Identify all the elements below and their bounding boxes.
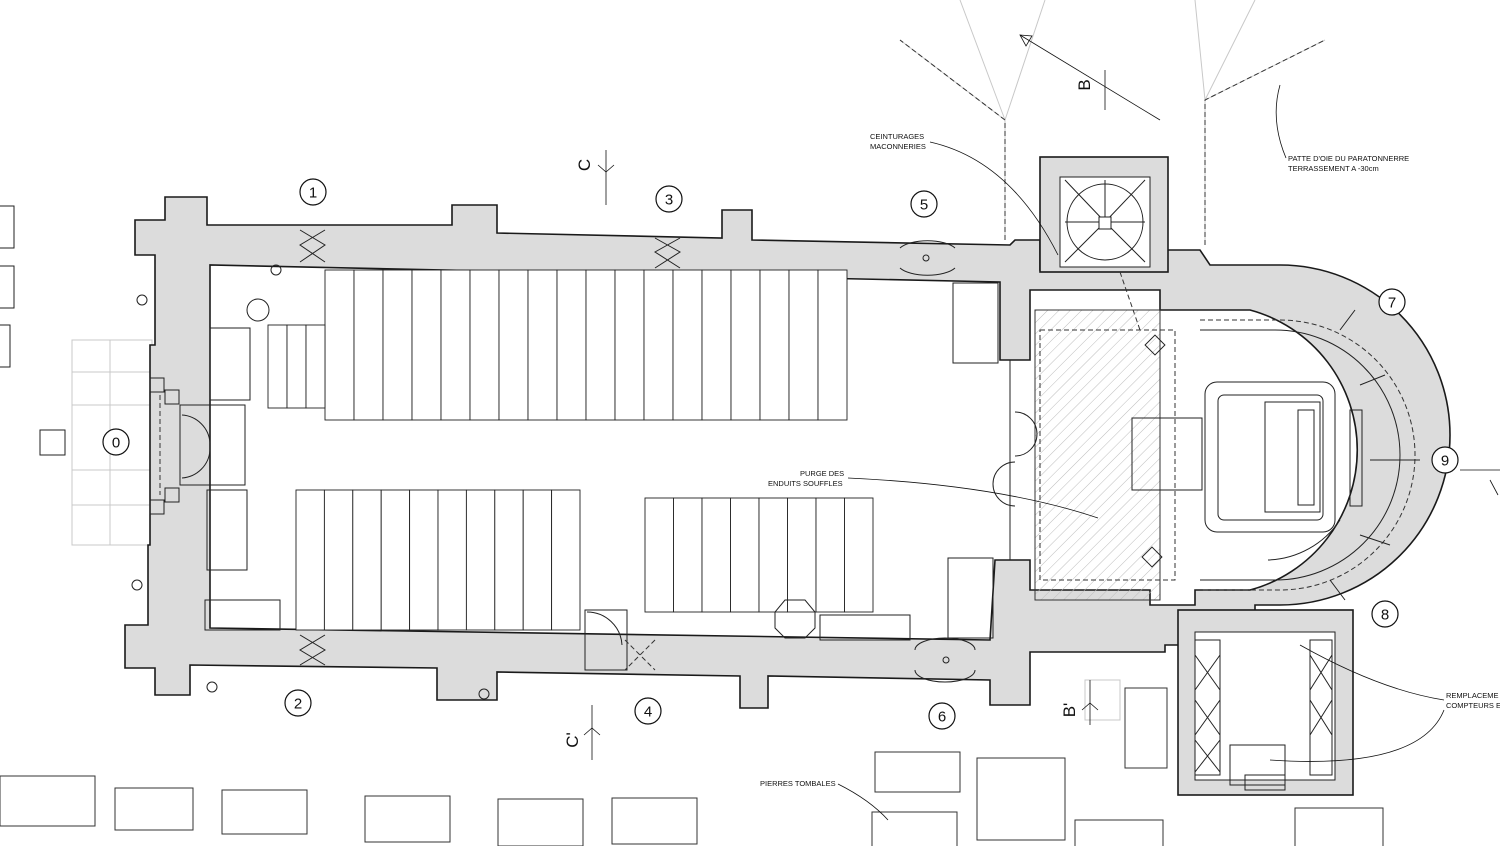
pew-south-east: [730, 497, 760, 613]
section-mark-b-prime: B': [1060, 680, 1099, 725]
pew-north: [556, 269, 587, 421]
svg-text:PURGE DES: PURGE DES: [800, 469, 844, 478]
pew-north: [614, 269, 645, 421]
pew-south-west: [494, 489, 524, 631]
pew-south-east: [844, 497, 874, 613]
zone-marker-4: 4: [634, 697, 662, 725]
annotation-purge: PURGE DES ENDUITS SOUFFLES: [768, 469, 1099, 519]
apse-altar: [1200, 319, 1416, 591]
pew-north-short: [305, 324, 326, 409]
pew-south-west: [437, 489, 467, 631]
svg-text:PATTE D'OIE DU PARATONNERRE: PATTE D'OIE DU PARATONNERRE: [1288, 154, 1409, 163]
pew-south-west: [380, 489, 411, 631]
svg-text:2: 2: [294, 696, 302, 713]
pew-north: [440, 269, 471, 421]
svg-text:1: 1: [309, 185, 317, 202]
columns: [131, 254, 950, 700]
svg-text:TERRASSEMENT A -30cm: TERRASSEMENT A -30cm: [1288, 164, 1379, 173]
pew-north: [411, 269, 442, 421]
pew-south-west: [323, 489, 354, 631]
svg-text:CEINTURAGES: CEINTURAGES: [870, 132, 924, 141]
svg-text:B: B: [1075, 79, 1094, 90]
section-mark-c-prime: C': [563, 705, 601, 760]
lightning-rod-trees: [899, 0, 1326, 245]
annotation-ceinturages: CEINTURAGES MACONNERIES: [870, 132, 1059, 256]
pew-south-west: [295, 489, 325, 631]
pew-north-short: [286, 324, 307, 409]
pew-south-east: [701, 497, 731, 613]
pew-south-east: [758, 497, 788, 613]
sacristy: [1177, 609, 1354, 796]
svg-text:B': B': [1060, 703, 1079, 718]
apse-dividers: [1329, 309, 1420, 601]
section-marks: C C' B B': [563, 34, 1500, 760]
pew-south-west: [409, 489, 439, 631]
svg-text:3: 3: [665, 192, 673, 209]
svg-text:REMPLACEME: REMPLACEME: [1446, 691, 1499, 700]
zone-markers: 0 1 2 3 4 5 6 7: [102, 178, 1459, 730]
pew-south-west: [522, 489, 553, 631]
section-mark-b: B: [1019, 34, 1161, 121]
svg-text:ENDUITS SOUFFLES: ENDUITS SOUFFLES: [768, 479, 843, 488]
pew-north: [498, 269, 529, 421]
left-edge-boxes: [0, 205, 15, 368]
pew-north: [527, 269, 558, 421]
svg-text:4: 4: [644, 704, 652, 721]
svg-text:5: 5: [920, 197, 928, 214]
annotation-pierres-tombales: PIERRES TOMBALES: [760, 779, 889, 821]
entrance-narthex: [149, 264, 282, 631]
svg-text:MACONNERIES: MACONNERIES: [870, 142, 926, 151]
zone-marker-9: 9: [1431, 446, 1459, 474]
pew-north: [788, 269, 819, 421]
svg-text:0: 0: [112, 435, 120, 452]
pew-north: [469, 269, 500, 421]
zone-marker-5: 5: [910, 190, 938, 218]
pew-south-east: [787, 497, 817, 613]
zone-marker-2: 2: [284, 689, 312, 717]
pew-south-east: [673, 497, 703, 613]
bell-tower: [1039, 156, 1169, 331]
tombstones: [0, 679, 1384, 846]
svg-text:COMPTEURS E: COMPTEURS E: [1446, 701, 1500, 710]
pew-south-east: [644, 497, 674, 613]
zone-marker-1: 1: [299, 178, 327, 206]
pew-south-west: [352, 489, 382, 631]
svg-text:C': C': [563, 732, 582, 748]
zone-marker-0: 0: [102, 428, 130, 456]
svg-text:9: 9: [1441, 453, 1449, 470]
pew-north: [701, 269, 732, 421]
pew-north: [585, 269, 616, 421]
pew-north: [324, 269, 355, 421]
pew-north: [759, 269, 790, 421]
side-benches: [584, 282, 999, 671]
pew-north: [672, 269, 703, 421]
zone-marker-7: 7: [1378, 288, 1406, 316]
svg-text:PIERRES TOMBALES: PIERRES TOMBALES: [760, 779, 836, 788]
section-mark-c: C: [575, 150, 615, 205]
svg-text:C: C: [575, 159, 594, 171]
pew-south-west: [465, 489, 496, 631]
entrance-paving: [39, 339, 153, 546]
svg-text:6: 6: [938, 709, 946, 726]
zone-marker-6: 6: [928, 702, 956, 730]
pew-north: [353, 269, 384, 421]
pew-north: [730, 269, 761, 421]
pews: [267, 269, 874, 631]
annotation-remplacement: REMPLACEME COMPTEURS E: [1269, 644, 1500, 762]
pew-north: [817, 269, 848, 421]
windows: [299, 229, 976, 683]
chancel-area: [992, 309, 1203, 601]
annotation-patte-doie: PATTE D'OIE DU PARATONNERRE TERRASSEMENT…: [1275, 84, 1409, 173]
svg-text:8: 8: [1381, 607, 1389, 624]
pew-north-short: [267, 324, 288, 409]
zone-marker-3: 3: [655, 185, 683, 213]
pew-north: [382, 269, 413, 421]
section-mark-a: [1460, 469, 1500, 496]
svg-text:7: 7: [1388, 295, 1396, 312]
pew-south-west: [551, 489, 581, 631]
zone-marker-8: 8: [1371, 600, 1399, 628]
pew-north: [643, 269, 674, 421]
pew-south-east: [815, 497, 845, 613]
